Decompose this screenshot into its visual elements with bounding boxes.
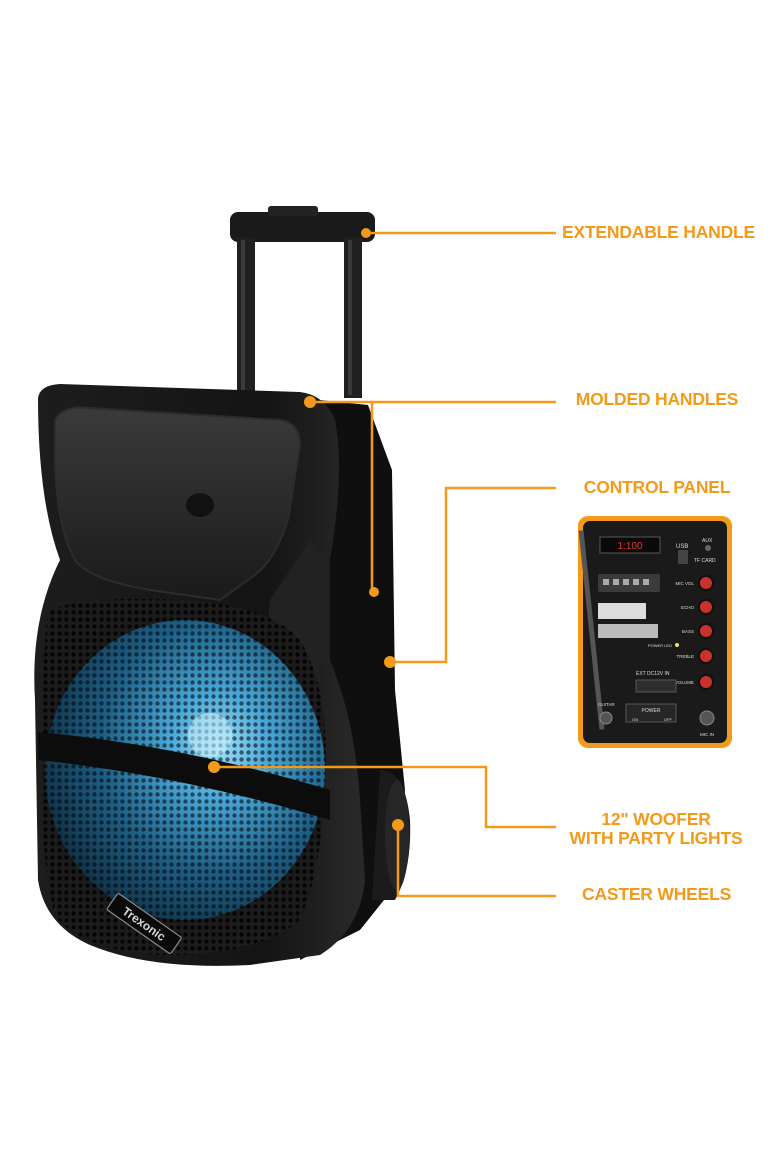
callout-extendable-handle: EXTENDABLE HANDLE (562, 222, 755, 242)
horn (53, 406, 302, 602)
callout-lines (214, 231, 556, 898)
callout-caster-wheels-text: CASTER WHEELS (582, 884, 732, 904)
panel-knob-label: MIC VOL (675, 581, 694, 586)
callout-dots (208, 228, 404, 831)
callout-extendable-handle-text: EXTENDABLE HANDLE (562, 222, 755, 242)
panel-usb-label: USB (676, 544, 688, 550)
callout-woofer: 12" WOOFER WITH PARTY LIGHTS (568, 810, 744, 848)
panel-ext-dc-label: EXT DC12V IN (636, 671, 670, 677)
panel-power-led-label: POWER LED (648, 643, 672, 648)
panel-mic-in-label: MIC IN (700, 732, 714, 737)
callout-woofer-line2: WITH PARTY LIGHTS (569, 828, 743, 848)
extendable-handle (230, 206, 375, 398)
panel-knobs: MIC VOL ECHO BASS TREBLE VOLUME (675, 575, 714, 690)
panel-on-label: ON (632, 717, 638, 722)
panel-knob-label: BASS (682, 629, 694, 634)
panel-aux-label: AUX (702, 538, 713, 544)
callout-caster-wheels: CASTER WHEELS (582, 884, 732, 904)
control-panel-inset: 1:100 USB TF CARD AUX MIC VOL ECHO BASS (578, 516, 732, 748)
callout-molded-handles: MOLDED HANDLES (572, 390, 742, 409)
caster-wheel (372, 770, 411, 900)
grille-band (38, 732, 330, 820)
panel-knob-label: TREBLE (676, 654, 694, 659)
callout-control-panel-text: CONTROL PANEL (583, 477, 731, 497)
panel-knob-label: VOLUME (675, 680, 694, 685)
panel-knob-label: ECHO (681, 605, 695, 610)
callout-control-panel: CONTROL PANEL (580, 478, 734, 497)
callout-woofer-line1: 12" WOOFER (601, 809, 711, 829)
panel-power-label: POWER (642, 708, 661, 714)
panel-guitar-label: GUITAR (598, 702, 615, 707)
callout-molded-handles-text: MOLDED HANDLES (575, 389, 739, 409)
panel-off-label: OFF (664, 717, 673, 722)
panel-display: 1:100 (617, 541, 642, 552)
panel-tf-label: TF CARD (694, 558, 716, 564)
